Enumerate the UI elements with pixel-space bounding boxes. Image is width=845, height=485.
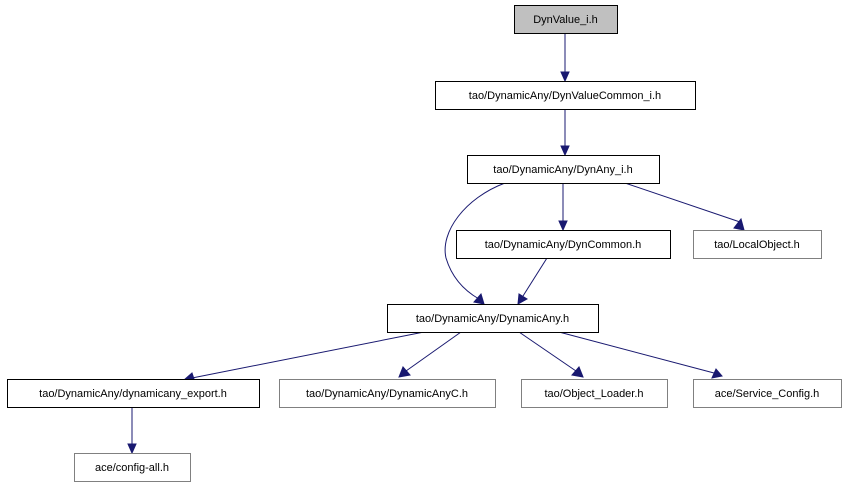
node-box[interactable] xyxy=(456,230,671,259)
node-label: tao/Object_Loader.h xyxy=(544,388,643,400)
edge-dynvalue_i-to-dynvaluecommon_i xyxy=(560,33,570,83)
arrowhead-icon xyxy=(558,220,568,232)
node-label: tao/DynamicAny/DynAny_i.h xyxy=(493,164,632,176)
node-box[interactable] xyxy=(279,379,496,408)
edges-layer xyxy=(127,33,745,455)
node-label: tao/DynamicAny/DynamicAny.h xyxy=(416,313,569,325)
arrowhead-icon xyxy=(473,292,485,305)
edge-dynvaluecommon_i-to-dynany_i xyxy=(560,109,570,157)
node-box[interactable] xyxy=(74,453,191,482)
node-label: tao/DynamicAny/DynCommon.h xyxy=(485,239,642,251)
node-dynvalue_i[interactable]: DynValue_i.h xyxy=(514,5,618,34)
edge-line xyxy=(624,182,741,223)
node-box[interactable] xyxy=(514,5,618,34)
arrowhead-icon xyxy=(733,217,745,231)
edge-dynamicany-to-service_config xyxy=(558,331,723,379)
edge-line xyxy=(558,331,715,374)
node-config_all[interactable]: ace/config-all.h xyxy=(74,453,191,482)
node-label: ace/Service_Config.h xyxy=(715,388,820,400)
edge-dynany_i-to-localobject xyxy=(624,182,745,231)
node-label: DynValue_i.h xyxy=(533,14,598,26)
node-box[interactable] xyxy=(693,379,842,408)
edge-line xyxy=(191,331,425,379)
edge-line xyxy=(444,182,506,300)
edge-dynamicany-to-object_loader xyxy=(518,331,584,378)
edge-line xyxy=(518,331,577,372)
node-box[interactable] xyxy=(7,379,260,408)
edge-line xyxy=(522,257,548,297)
node-dynany_i[interactable]: tao/DynamicAny/DynAny_i.h xyxy=(467,155,660,184)
edge-dynany_i-to-dynamicany xyxy=(444,182,506,305)
node-dynamicany[interactable]: tao/DynamicAny/DynamicAny.h xyxy=(387,304,599,333)
node-box[interactable] xyxy=(467,155,660,184)
arrowhead-icon xyxy=(398,366,411,378)
edge-line xyxy=(405,331,462,372)
node-dynamicany_export[interactable]: tao/DynamicAny/dynamicany_export.h xyxy=(7,379,260,408)
arrowhead-icon xyxy=(127,443,137,455)
edge-dynamicany_export-to-config_all xyxy=(127,407,137,455)
node-label: tao/DynamicAny/DynamicAnyC.h xyxy=(306,388,468,400)
node-label: tao/DynamicAny/dynamicany_export.h xyxy=(39,388,227,400)
edge-dynamicany-to-dynamicany_export xyxy=(182,331,425,383)
node-box[interactable] xyxy=(435,81,696,110)
node-localobject[interactable]: tao/LocalObject.h xyxy=(693,230,822,259)
node-dyncommon[interactable]: tao/DynamicAny/DynCommon.h xyxy=(456,230,671,259)
edge-dynany_i-to-dyncommon xyxy=(558,183,568,232)
node-object_loader[interactable]: tao/Object_Loader.h xyxy=(521,379,668,408)
node-label: tao/DynamicAny/DynValueCommon_i.h xyxy=(469,90,661,102)
node-label: ace/config-all.h xyxy=(95,462,169,474)
arrowhead-icon xyxy=(560,145,570,157)
arrowhead-icon xyxy=(560,71,570,83)
arrowhead-icon xyxy=(711,368,723,379)
node-service_config[interactable]: ace/Service_Config.h xyxy=(693,379,842,408)
node-box[interactable] xyxy=(387,304,599,333)
node-dynamicanyc[interactable]: tao/DynamicAny/DynamicAnyC.h xyxy=(279,379,496,408)
edge-dyncommon-to-dynamicany xyxy=(517,257,548,305)
nodes-layer: DynValue_i.h tao/DynamicAny/DynValueCommo… xyxy=(7,5,842,482)
edge-dynamicany-to-dynamicanyc xyxy=(398,331,462,378)
arrowhead-icon xyxy=(571,366,584,378)
arrowhead-icon xyxy=(517,293,528,305)
node-box[interactable] xyxy=(693,230,822,259)
node-box[interactable] xyxy=(521,379,668,408)
node-dynvaluecommon_i[interactable]: tao/DynamicAny/DynValueCommon_i.h xyxy=(435,81,696,110)
node-label: tao/LocalObject.h xyxy=(714,239,800,251)
